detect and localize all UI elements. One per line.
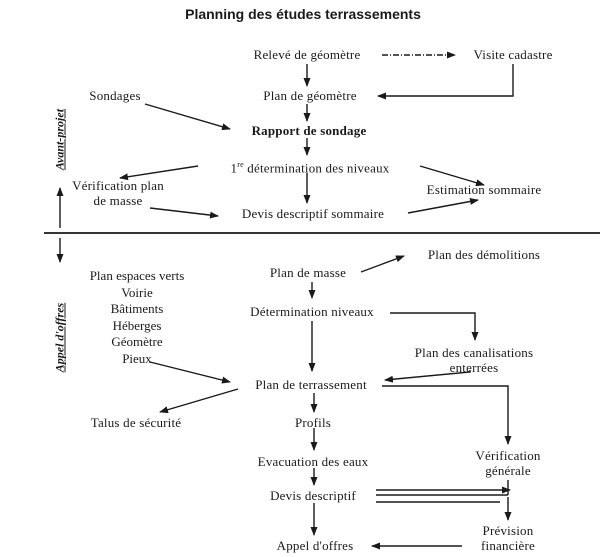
node-plan-canalisations: Plan des canalisations enterrées [415,345,534,375]
arrow-masse-demolitions [360,255,405,273]
arrow-visite-plan [377,64,514,100]
node-appel-offres: Appel d'offres [276,538,354,553]
node-plan-terrassement: Plan de terrassement [255,377,367,392]
arrow-canalisations-terrassement [384,370,471,383]
phase-label-avant-projet: Avant-projet [52,108,67,171]
determination-ordinal-suffix: re [237,160,244,169]
input-item: Géomètre [111,334,163,349]
arrow-verification-devis [149,207,219,219]
node-verification-generale: Vérification générale [475,448,540,478]
arrow-determination-estimation [419,165,485,187]
arrow-inputs-terrassement [149,361,231,384]
verification-line2: de masse [93,193,143,208]
node-prevision-financiere: Prévision financière [481,523,535,553]
input-item: Bâtiments [110,301,164,316]
diagram-title: Planning des études terrassements [185,6,421,22]
input-item: Pieux [122,350,152,366]
arrow-devis-estimation [407,198,479,214]
arrow-determination-verification [119,165,199,181]
node-determination-niveaux: Détermination niveaux [250,304,374,319]
node-estimation-sommaire: Estimation sommaire [426,182,542,197]
node-sondages: Sondages [89,88,141,103]
prevision-line2: financière [481,538,535,553]
node-plan-geometre: Plan de géomètre [263,88,357,103]
node-verification-plan-masse: Vérification plan de masse [72,178,164,208]
node-visite-cadastre: Visite cadastre [473,47,553,62]
canalisations-line1: Plan des canalisations [414,345,534,360]
node-devis-descriptif: Devis descriptif [270,488,356,503]
node-talus-securite: Talus de sécurité [90,415,182,430]
node-plan-masse: Plan de masse [269,265,347,280]
determination-text: détermination des niveaux [243,160,390,176]
node-plan-demolitions: Plan des démolitions [427,247,541,262]
node-determination-niveaux-1: 1re détermination des niveaux [231,157,390,175]
node-rapport-sondage: Rapport de sondage [251,123,367,138]
determination-ordinal: 1 [230,160,238,176]
phase-label-appel-offres: Appel d'offres [52,302,67,373]
arrow-terrassement-talus [159,388,239,414]
arrow-determination-canalisations [390,312,479,341]
verification-generale-line1: Vérification [475,448,541,463]
node-profils: Profils [294,415,332,430]
node-devis-descriptif-sommaire: Devis descriptif sommaire [241,206,385,221]
canalisations-line2: enterrées [449,360,499,375]
arrow-sondages-rapport [144,103,231,131]
arrow-terrassement-verification [382,385,512,445]
node-evacuation-eaux: Evacuation des eaux [257,454,369,469]
input-item: Plan espaces verts [89,268,185,283]
prevision-line1: Prévision [482,523,534,538]
input-item: Héberges [112,317,162,333]
input-item: Voirie [121,284,153,300]
verification-generale-line2: générale [485,463,531,478]
node-inputs-list: Plan espaces verts Voirie Bâtiments Hébe… [90,268,185,367]
node-releve-geometre: Relevé de géomètre [253,47,361,62]
verification-line1: Vérification plan [72,178,164,193]
